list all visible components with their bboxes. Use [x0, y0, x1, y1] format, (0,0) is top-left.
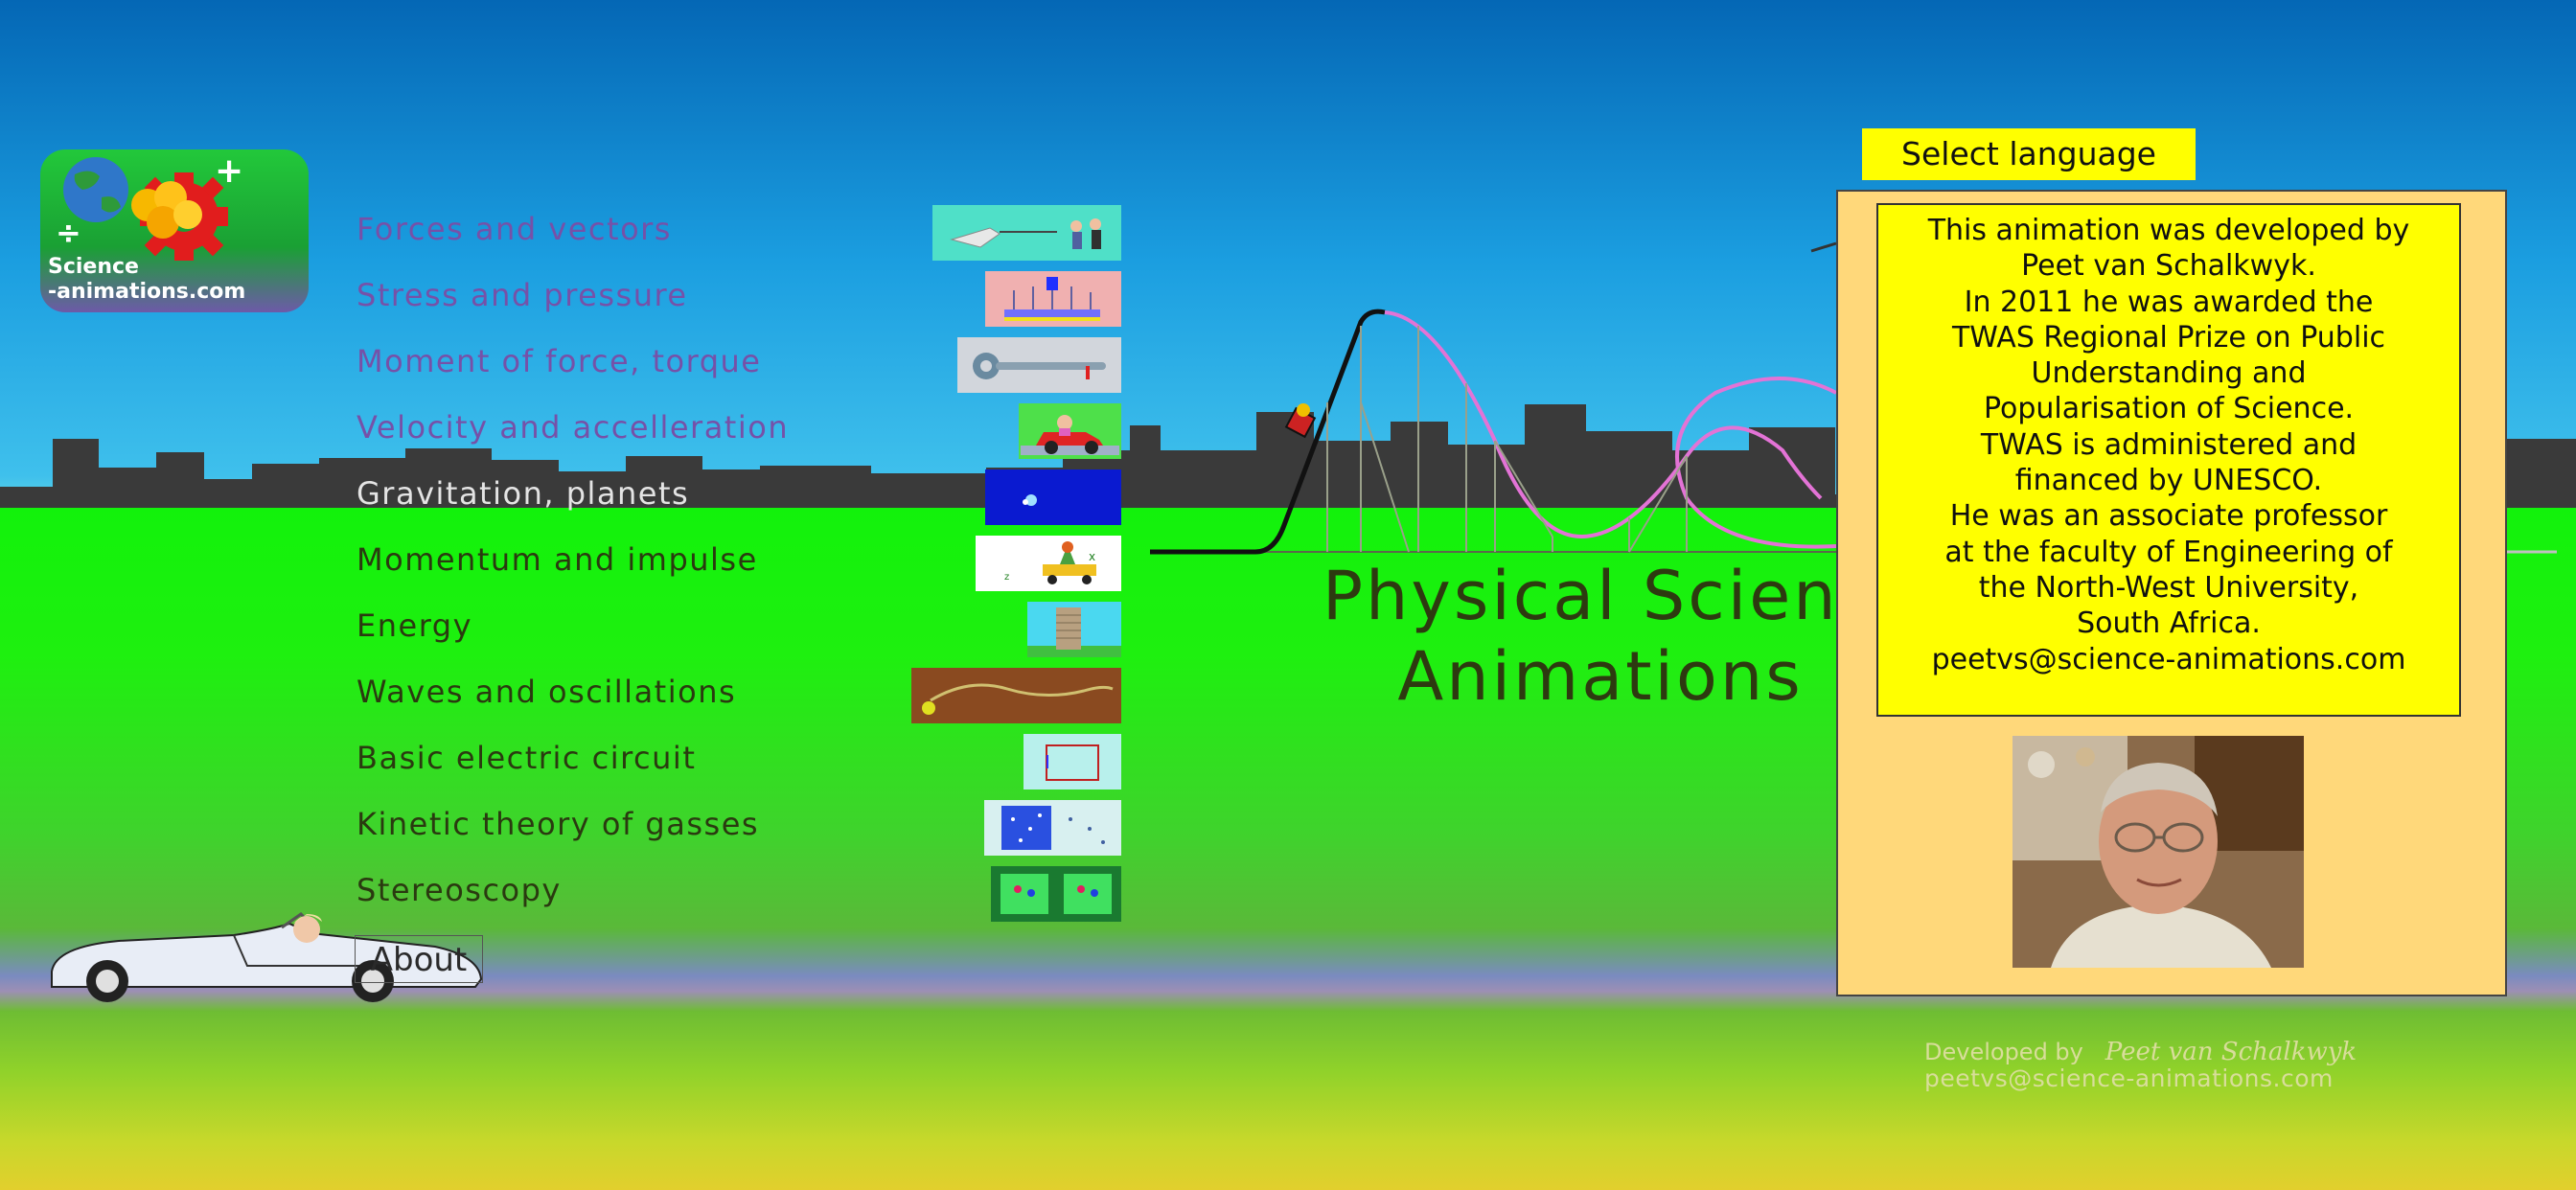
thumbnail-energy[interactable] — [1027, 602, 1121, 657]
svg-text:x: x — [1089, 550, 1095, 563]
topic-energy[interactable]: Energy — [356, 607, 473, 644]
about-line: Understanding and — [2031, 356, 2307, 391]
thumbnail-velocity-and-acceleration[interactable] — [1019, 403, 1121, 459]
topic-waves-and-oscillations[interactable]: Waves and oscillations — [356, 674, 737, 710]
about-line: He was an associate professor — [1949, 499, 2388, 534]
about-line: South Africa. — [2077, 606, 2261, 641]
about-line: In 2011 he was awarded the — [1964, 285, 2374, 319]
thumbnail-stress-and-pressure[interactable] — [985, 271, 1121, 327]
stereoscopy-thumbnail-image — [991, 866, 1121, 922]
about-line: the North-West University, — [1978, 570, 2359, 605]
topic-velocity-and-acceleration[interactable]: Velocity and accelleration — [356, 409, 790, 446]
thumbnail-gravitation-planets[interactable] — [985, 469, 1121, 525]
about-line: Popularisation of Science. — [1983, 392, 2355, 426]
topic-momentum-and-impulse[interactable]: Momentum and impulse — [356, 541, 758, 578]
svg-text:+: + — [215, 151, 243, 191]
credit-line: Developed by Peet van Schalkwyk — [1924, 1039, 2404, 1065]
velocity-thumbnail-image — [1019, 403, 1121, 459]
thumbnail-momentum-and-impulse[interactable]: x z — [976, 536, 1121, 591]
svg-text:z: z — [1004, 572, 1009, 583]
energy-thumbnail-image — [1027, 602, 1121, 657]
topic-forces-and-vectors[interactable]: Forces and vectors — [356, 211, 672, 247]
thumbnail-waves-and-oscillations[interactable] — [911, 668, 1121, 723]
gas-thumbnail-image — [984, 800, 1121, 856]
logo-text-line2: -animations.com — [48, 280, 246, 304]
torque-thumbnail-image — [957, 337, 1121, 393]
waves-thumbnail-image — [911, 668, 1121, 723]
credit-email[interactable]: peetvs@science-animations.com — [1924, 1064, 2334, 1092]
credit-author: Peet van Schalkwyk — [2104, 1038, 2358, 1066]
topic-basic-electric-circuit[interactable]: Basic electric circuit — [356, 740, 697, 776]
page-title: Physical Scienc Animations — [1198, 556, 2003, 717]
svg-text:÷: ÷ — [56, 215, 81, 251]
stress-thumbnail-image — [985, 271, 1121, 327]
select-language-button[interactable]: Select language — [1862, 128, 2196, 180]
topic-stereoscopy[interactable]: Stereoscopy — [356, 872, 562, 908]
logo-graphic: + ÷ — [56, 151, 243, 261]
forces-thumbnail-image — [932, 205, 1121, 261]
author-portrait — [2012, 736, 2304, 968]
planets-thumbnail-image — [985, 469, 1121, 525]
about-line: financed by UNESCO. — [2014, 464, 2323, 498]
coaster-car-icon — [1284, 403, 1317, 439]
about-text-box: This animation was developed by Peet van… — [1876, 203, 2461, 717]
thumbnail-kinetic-theory-of-gasses[interactable] — [984, 800, 1121, 856]
title-line-2: Animations — [1397, 637, 1804, 716]
sports-car-icon — [51, 912, 483, 1002]
about-line: TWAS Regional Prize on Public — [1951, 320, 2386, 355]
about-button[interactable]: About — [355, 935, 483, 983]
city-skyline — [0, 404, 2576, 508]
thumbnail-moment-of-force[interactable] — [957, 337, 1121, 393]
developer-credit: Developed by Peet van Schalkwyk peetvs@s… — [1924, 1039, 2404, 1092]
thumbnail-forces-and-vectors[interactable] — [932, 205, 1121, 261]
about-email: peetvs@science-animations.com — [1931, 642, 2406, 676]
about-line: TWAS is administered and — [1980, 427, 2358, 462]
portrait-image — [2012, 736, 2304, 968]
about-panel: This animation was developed by Peet van… — [1836, 190, 2507, 996]
logo-text-line1: Science — [48, 255, 139, 279]
circuit-thumbnail-image — [1024, 734, 1121, 790]
about-line: This animation was developed by — [1927, 214, 2410, 247]
momentum-thumbnail-image: x z — [976, 536, 1121, 591]
thumbnail-basic-electric-circuit[interactable] — [1024, 734, 1121, 790]
credit-prefix: Developed by — [1924, 1039, 2083, 1065]
site-logo[interactable]: + ÷ Science -animations.com — [40, 149, 309, 312]
title-line-1: Physical Scienc — [1322, 557, 1879, 635]
thumbnail-stereoscopy[interactable] — [991, 866, 1121, 922]
topic-kinetic-theory-of-gasses[interactable]: Kinetic theory of gasses — [356, 806, 760, 842]
about-line: Peet van Schalkwyk. — [2021, 249, 2316, 284]
about-line: at the faculty of Engineering of — [1944, 535, 2393, 569]
topic-stress-and-pressure[interactable]: Stress and pressure — [356, 277, 688, 313]
topic-moment-of-force[interactable]: Moment of force, torque — [356, 343, 762, 379]
topic-gravitation-planets[interactable]: Gravitation, planets — [356, 475, 690, 512]
